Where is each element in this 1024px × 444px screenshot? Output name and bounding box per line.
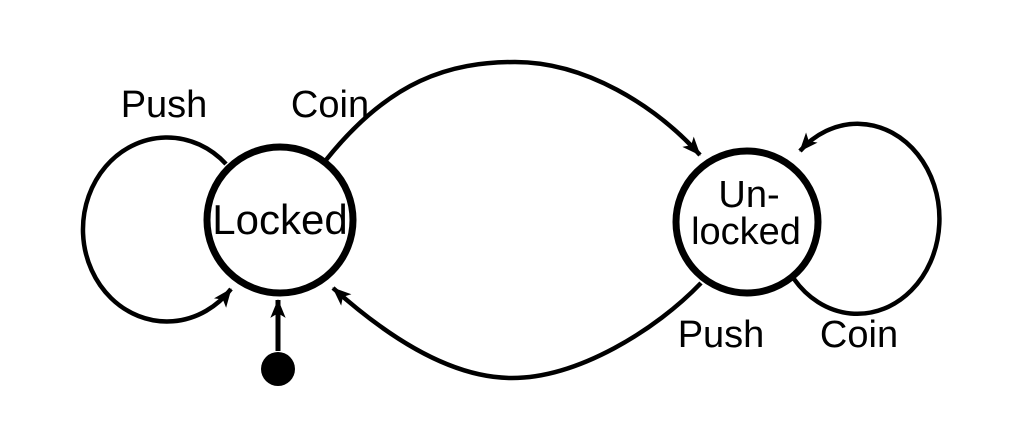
state-locked-circle (203, 143, 357, 297)
transition-unlocked-push-to-locked (331, 281, 703, 381)
label-push-to-locked: Push (678, 314, 765, 356)
label-coin-self-loop: Coin (820, 314, 898, 356)
initial-state-dot (261, 352, 295, 386)
transition-unlocked-coin-self (792, 121, 942, 316)
label-coin-to-unlocked: Coin (291, 84, 369, 126)
transition-locked-push-self (80, 135, 233, 324)
state-unlocked-label-line1: Un- (718, 174, 779, 216)
state-unlocked-circle (672, 147, 822, 297)
transition-locked-coin-to-unlocked (324, 59, 702, 162)
state-unlocked-label-line2: locked (691, 211, 801, 253)
state-locked-label: Locked (212, 196, 347, 243)
label-push-self-loop: Push (121, 84, 208, 126)
